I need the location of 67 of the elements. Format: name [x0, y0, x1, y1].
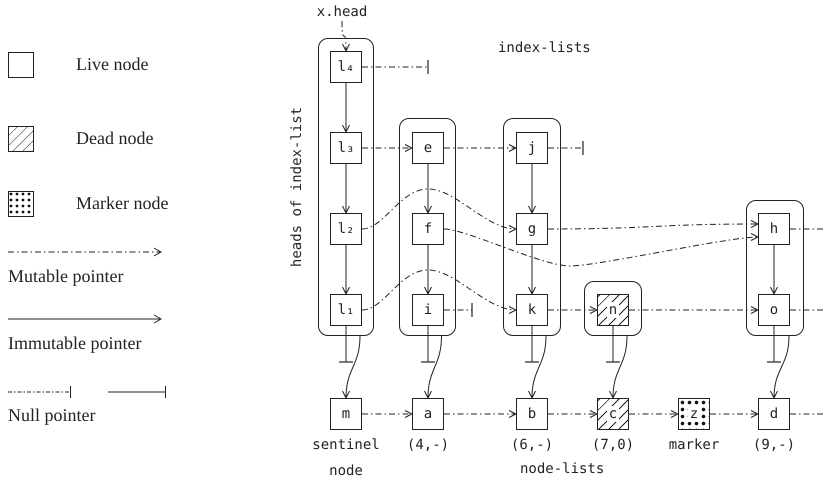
- node-box: e: [412, 132, 444, 164]
- arrow: [342, 164, 350, 214]
- legend-label: Null pointer: [8, 405, 96, 426]
- node-box: h: [758, 213, 790, 245]
- node-box: j: [516, 132, 548, 164]
- node-box: l₄: [330, 51, 362, 83]
- node-caption: (7,0): [590, 436, 636, 455]
- legend-label: Live node: [76, 54, 148, 75]
- hatched-node-box: n: [597, 294, 629, 326]
- node-box: l₁: [330, 294, 362, 326]
- arrow: [424, 244, 432, 294]
- node-caption: (6,-): [510, 436, 554, 455]
- dotted-node-box: z: [678, 398, 710, 430]
- node-caption: marker: [668, 436, 720, 455]
- arrow: [548, 220, 758, 230]
- node-box: a: [412, 398, 444, 430]
- arrow: [342, 244, 350, 294]
- node-box: l₂: [330, 213, 362, 245]
- variable-label: x.head: [316, 3, 368, 21]
- legend-label: Mutable pointer: [8, 266, 124, 287]
- arrow: [362, 188, 516, 232]
- legend-label: Marker node: [76, 193, 168, 214]
- legend-label: Dead node: [76, 128, 154, 149]
- arrow: [362, 144, 412, 152]
- arrow: [362, 410, 412, 418]
- rounded-frame: [503, 118, 561, 336]
- arrow: [628, 306, 758, 314]
- arrow: [362, 270, 516, 314]
- arrow: [770, 336, 790, 398]
- arrow: [444, 144, 516, 152]
- node-box: d: [758, 398, 790, 430]
- rounded-frame: [746, 200, 804, 336]
- arrow: [628, 410, 678, 418]
- arrow: [444, 228, 758, 266]
- node-box: k: [516, 294, 548, 326]
- arrow: [342, 82, 350, 132]
- arrow: [609, 336, 628, 398]
- arrow: [424, 336, 442, 398]
- connector-line: [790, 228, 826, 230]
- node-box: l₃: [330, 132, 362, 164]
- node-box: f: [412, 213, 444, 245]
- node-box: b: [516, 398, 548, 430]
- arrow: [548, 306, 598, 314]
- node-box: o: [758, 294, 790, 326]
- arrow: [528, 164, 536, 214]
- arrow: [548, 410, 598, 418]
- node-box: m: [330, 398, 362, 430]
- node-caption: (4,-): [406, 436, 450, 455]
- section-label: index-lists: [498, 40, 591, 56]
- node-box: g: [516, 213, 548, 245]
- arrow: [444, 410, 516, 418]
- arrow: [528, 336, 546, 398]
- rounded-frame: [399, 118, 456, 336]
- arrow: [528, 244, 536, 294]
- arrow: [342, 336, 360, 398]
- arrow: [342, 20, 350, 52]
- arrow: [710, 410, 758, 418]
- section-label: node-lists: [520, 461, 604, 477]
- node-caption: (9,-): [752, 436, 796, 455]
- legend-label: Immutable pointer: [8, 333, 142, 354]
- arrow: [770, 244, 778, 294]
- group-title: heads of index-list: [289, 106, 305, 268]
- hatched-node-box: c: [597, 398, 629, 430]
- arrow: [424, 164, 432, 214]
- node-box: i: [412, 294, 444, 326]
- node-caption: sentinel node: [311, 436, 381, 481]
- rounded-frame: [584, 281, 642, 336]
